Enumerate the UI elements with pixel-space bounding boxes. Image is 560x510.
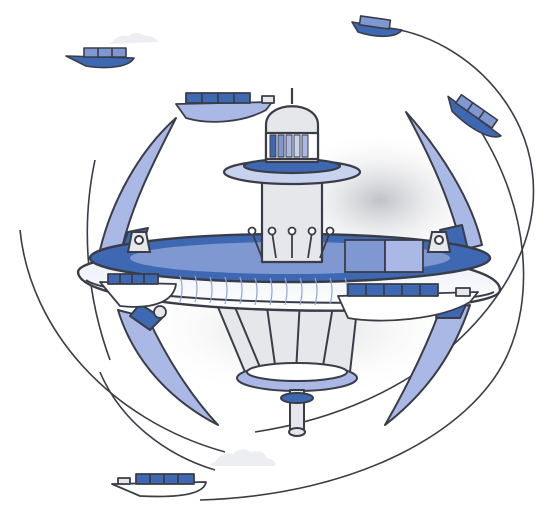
cloud-icon bbox=[210, 449, 276, 466]
left-fin-lower bbox=[117, 303, 219, 426]
ring-joint-left bbox=[126, 231, 152, 253]
container-ship-icon bbox=[65, 47, 135, 69]
container-ship-icon bbox=[111, 473, 207, 498]
orbit-line bbox=[99, 371, 216, 471]
antenna-posts bbox=[247, 226, 335, 259]
orbit-line bbox=[19, 229, 226, 453]
container-ship-icon bbox=[447, 93, 502, 138]
central-tower bbox=[222, 88, 362, 264]
ring-joint-right bbox=[426, 231, 452, 253]
orbit-lines bbox=[19, 27, 535, 501]
orbit-line bbox=[199, 129, 525, 501]
cloud-icon bbox=[108, 33, 158, 44]
container-ship-icon bbox=[351, 15, 403, 38]
container-ship-icon bbox=[99, 273, 177, 319]
container-ship-icon bbox=[337, 283, 479, 322]
cargo-blocks bbox=[344, 239, 424, 273]
container-ship-icon bbox=[175, 92, 275, 123]
